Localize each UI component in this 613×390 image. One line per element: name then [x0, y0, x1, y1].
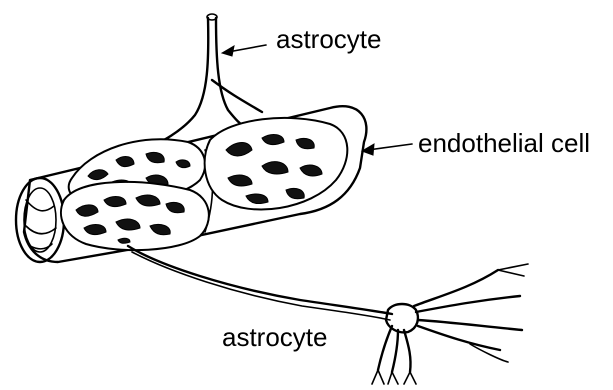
arrowhead-astrocyte-top: [222, 46, 234, 56]
label-group-astrocyte-top: astrocyte: [222, 24, 382, 56]
astrocyte-long-process: [128, 246, 392, 320]
astrocyte-endfoot-lower: [61, 182, 209, 250]
astrocyte-bottom-cell: [372, 264, 528, 384]
astrocyte-endfoot-upper-right: [205, 118, 348, 210]
label-group-endothelial: endothelial cell: [362, 128, 590, 158]
label-astrocyte-top: astrocyte: [276, 24, 382, 54]
label-endothelial-cell: endothelial cell: [418, 128, 590, 158]
arrow-endothelial: [368, 144, 412, 150]
vessel-cut-end: [16, 178, 64, 262]
label-astrocyte-bottom: astrocyte: [222, 322, 328, 352]
